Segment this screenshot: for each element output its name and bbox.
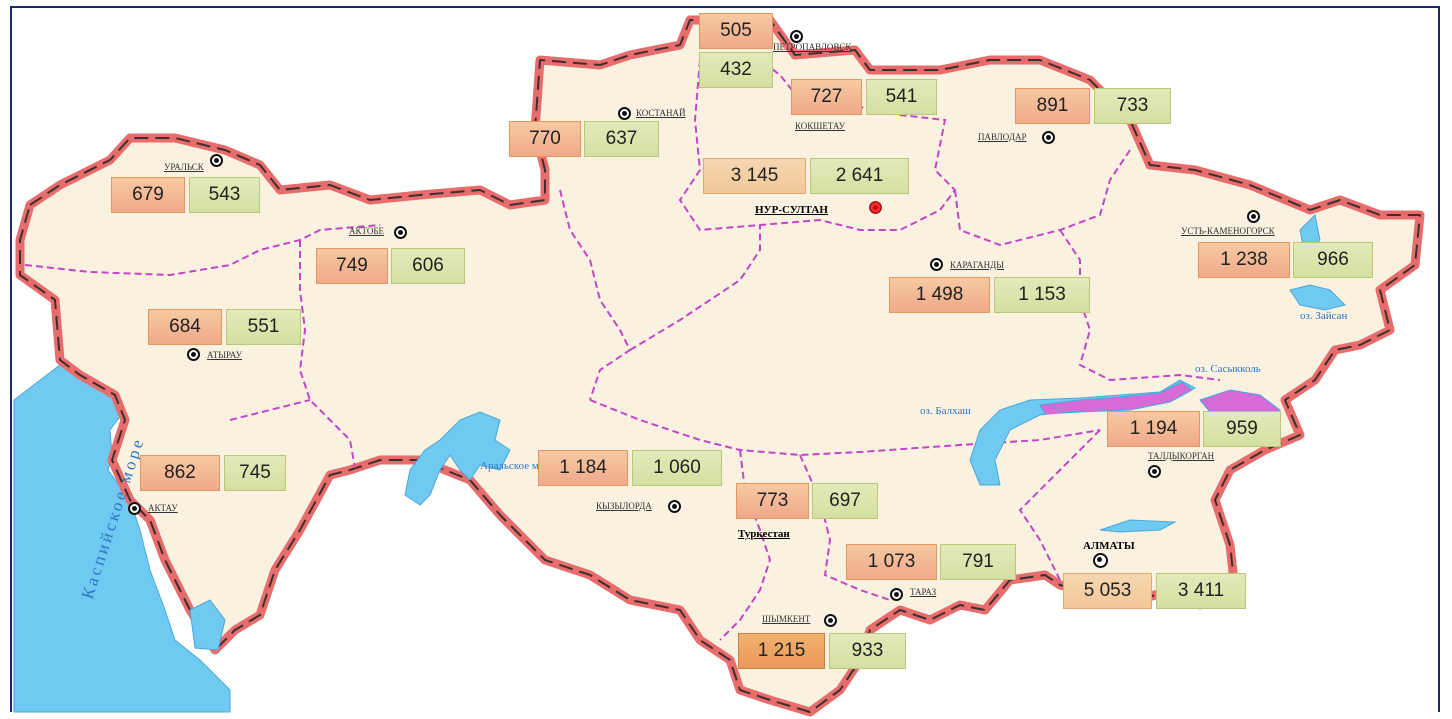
atyrau-marker [187, 348, 200, 361]
kokshetau-value-1: 727 [791, 79, 862, 115]
taraz-marker [890, 588, 903, 601]
aktobe-marker [394, 226, 407, 239]
sasykkol-label: оз. Сасыкколь [1195, 363, 1261, 375]
kostanay-value-1: 770 [509, 121, 581, 157]
pavlodar-marker [1042, 131, 1055, 144]
aral-sea-label: Аральское море [480, 460, 555, 472]
aktau-value-2: 745 [224, 455, 286, 491]
kostanay-marker [618, 107, 631, 120]
taldykorgan-label: ТАЛДЫКОРГАН [1148, 451, 1215, 461]
kyzylorda-marker [668, 500, 681, 513]
kyzylorda-value-1: 1 184 [538, 450, 628, 486]
karagandy-value-2: 1 153 [994, 277, 1090, 313]
sea-bay [189, 599, 226, 651]
taldykorgan-value-2: 959 [1203, 411, 1281, 447]
ust-kamenogorsk-label: УСТЬ-КАМЕНОГОРСК [1181, 226, 1275, 236]
uralsk-label: УРАЛЬСК [164, 162, 204, 172]
pavlodar-value-1: 891 [1015, 88, 1090, 124]
petropavlovsk-label: ПЕТРОПАВЛОВСК [773, 42, 852, 52]
nur-sultan-value-2: 2 641 [810, 158, 909, 194]
kostanay-label: КОСТАНАЙ [636, 108, 686, 118]
kyzylorda-label: КЫЗЫЛОРДА [596, 501, 652, 511]
pavlodar-value-2: 733 [1094, 88, 1171, 124]
karagandy-value-1: 1 498 [889, 277, 990, 313]
almaty-marker [1093, 553, 1108, 568]
kostanay-value-2: 637 [584, 121, 659, 157]
nur-sultan-label: НУР-СУЛТАН [755, 204, 828, 216]
balkhash-label: оз. Балхаш [920, 405, 971, 417]
balkhash-east [1039, 381, 1193, 415]
turkestan-label: Туркестан [738, 528, 790, 540]
almaty-label: АЛМАТЫ [1083, 540, 1135, 552]
aktobe-value-1: 749 [316, 248, 388, 284]
taldykorgan-value-1: 1 194 [1107, 411, 1200, 447]
petropavlovsk-marker [790, 30, 803, 43]
ust-kamenogorsk-value-2: 966 [1293, 242, 1373, 278]
almaty-value-1: 5 053 [1063, 573, 1152, 609]
uralsk-value-2: 543 [189, 177, 260, 213]
taldykorgan-marker [1148, 465, 1161, 478]
shymkent-value-2: 933 [829, 633, 906, 669]
aral-sea [404, 411, 511, 506]
pavlodar-label: ПАВЛОДАР [978, 132, 1027, 142]
aktau-label: АКТАУ [148, 503, 178, 513]
taraz-value-1: 1 073 [846, 544, 937, 580]
taraz-value-2: 791 [940, 544, 1016, 580]
shymkent-label: ШЫМКЕНТ [762, 614, 811, 624]
turkestan-value-1: 773 [736, 483, 809, 519]
turkestan-value-2: 697 [812, 483, 878, 519]
uralsk-marker [210, 154, 223, 167]
ust-kamenogorsk-marker [1247, 210, 1260, 223]
zaysan-lake [1289, 284, 1346, 311]
kyzylorda-value-2: 1 060 [632, 450, 722, 486]
aktau-marker [128, 502, 141, 515]
ust-kamenogorsk-value-1: 1 238 [1198, 242, 1290, 278]
aktobe-label: АКТОБЕ [349, 226, 385, 236]
uralsk-value-1: 679 [111, 177, 185, 213]
almaty-value-2: 3 411 [1156, 573, 1246, 609]
shymkent-marker [824, 614, 837, 627]
aktobe-value-2: 606 [391, 248, 465, 284]
aktau-value-1: 862 [140, 455, 220, 491]
taraz-label: ТАРАЗ [910, 587, 937, 597]
atyrau-value-1: 684 [148, 309, 222, 345]
shymkent-value-1: 1 215 [738, 633, 825, 669]
kokshetau-label: КОКШЕТАУ [795, 121, 845, 131]
kokshetau-value-2: 541 [866, 79, 937, 115]
petropavlovsk-value-2: 432 [699, 52, 773, 88]
petropavlovsk-value-1: 505 [699, 13, 773, 49]
karagandy-marker [930, 258, 943, 271]
kazakhstan-territory [15, 15, 1425, 717]
kapchagay-reservoir [1099, 519, 1177, 533]
nur-sultan-value-1: 3 145 [703, 158, 806, 194]
karagandy-label: КАРАГАНДЫ [950, 260, 1005, 270]
atyrau-label: АТЫРАУ [207, 350, 242, 360]
nur-sultan-capital-marker [869, 201, 882, 214]
zaysan-label: оз. Зайсан [1300, 310, 1348, 322]
atyrau-value-2: 551 [226, 309, 301, 345]
